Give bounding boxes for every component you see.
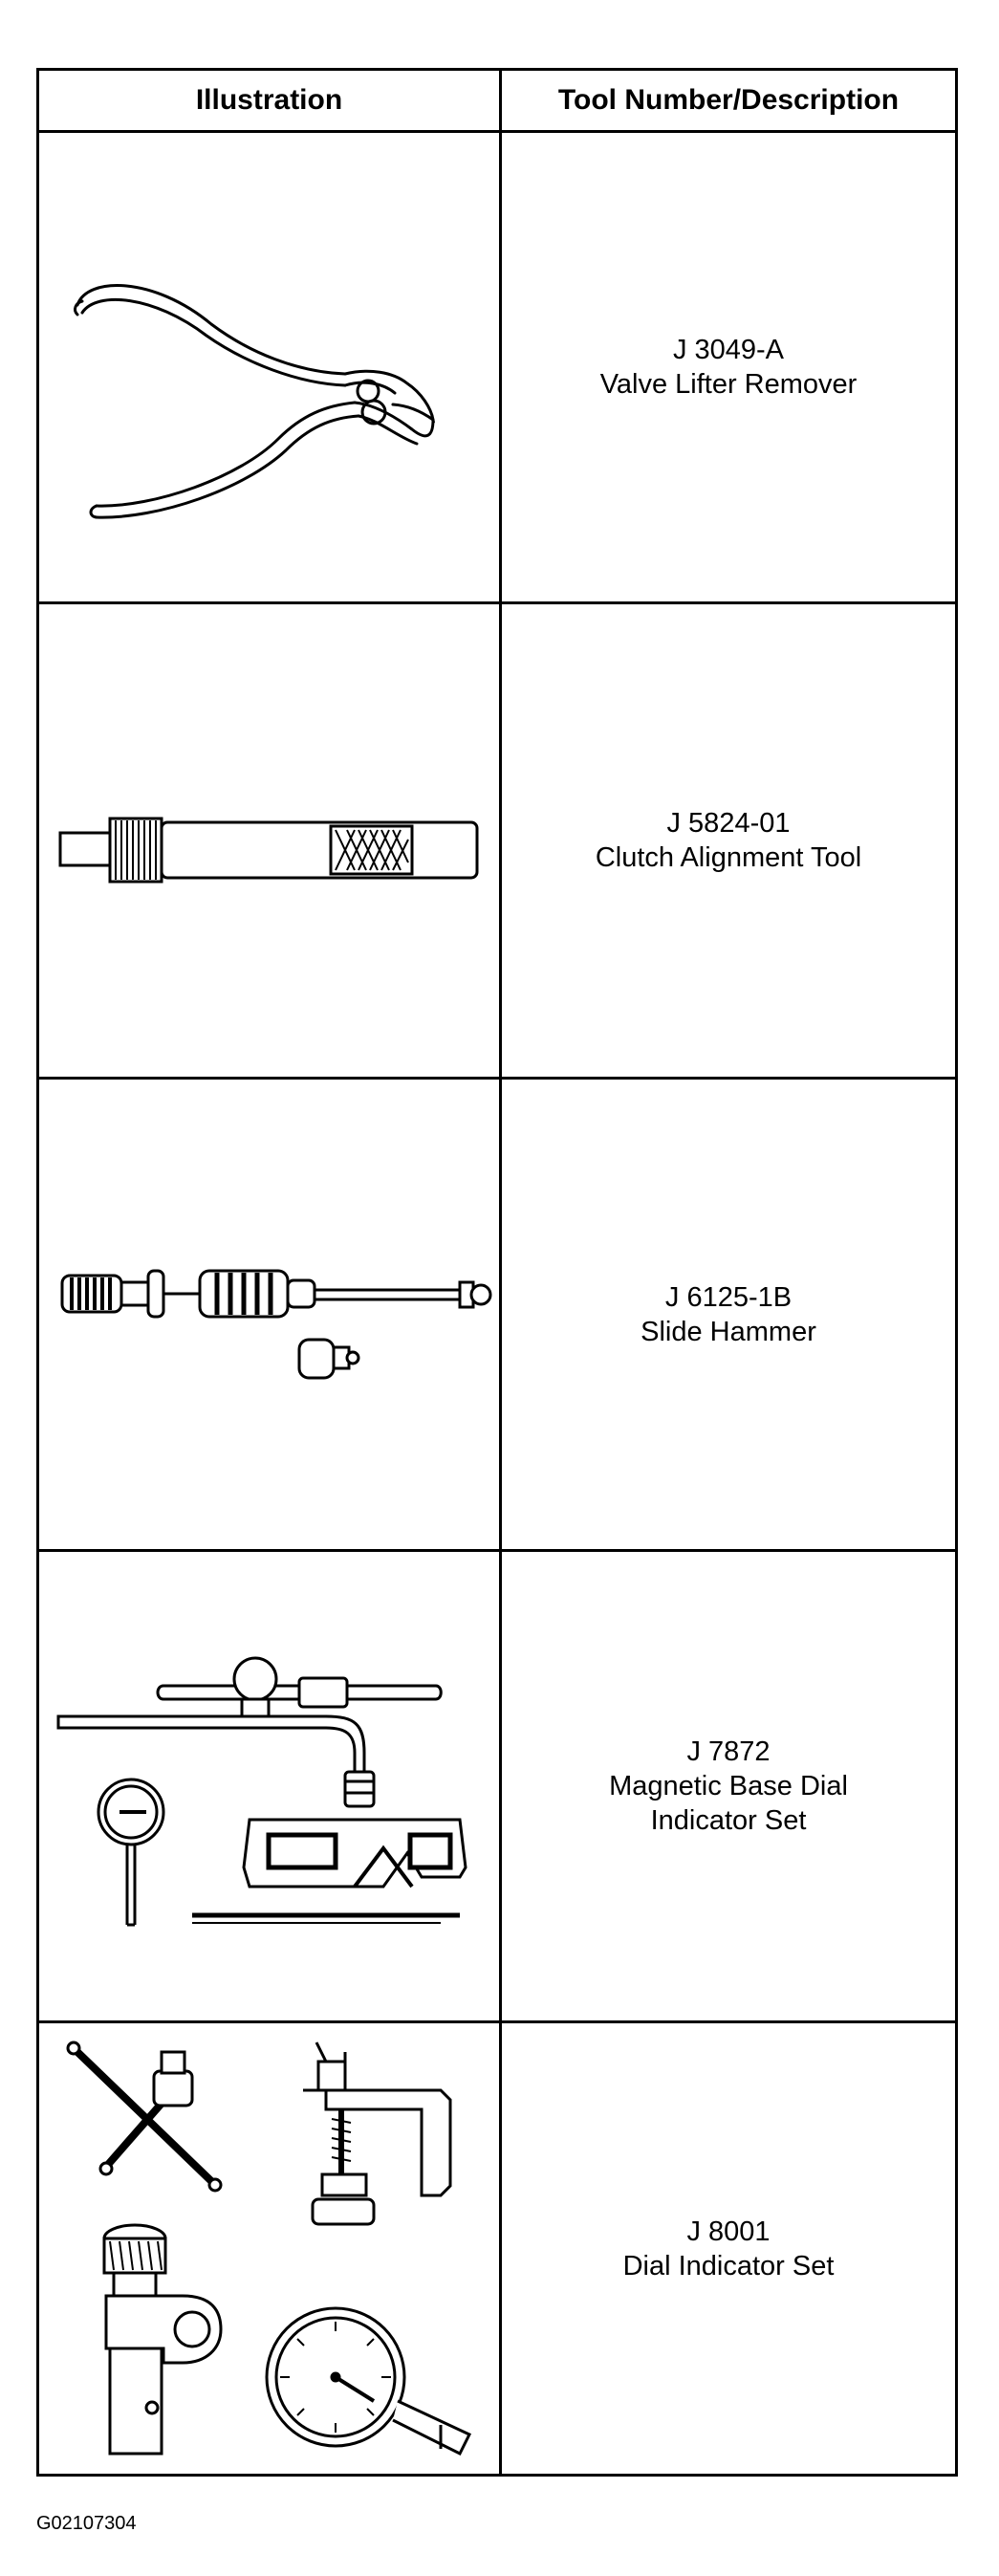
description-cell: J 5824-01 Clutch Alignment Tool xyxy=(502,604,955,1077)
column-divider xyxy=(499,71,502,2474)
tool-number: J 8001 xyxy=(686,2216,771,2247)
tool-description: Dial Indicator Set xyxy=(622,2250,835,2281)
header-illustration: Illustration xyxy=(195,84,343,116)
tool-number: J 5824-01 xyxy=(666,808,791,839)
header-description: Tool Number/Description xyxy=(557,84,900,116)
illustration-cell xyxy=(39,604,499,1077)
tool-number: J 3049-A xyxy=(672,335,785,365)
table-row: J 8001 Dial Indicator Set xyxy=(39,2023,955,2474)
illustration-cell xyxy=(39,2023,499,2474)
figure-caption: G02107304 xyxy=(36,2513,137,2534)
tool-description-line-1: Magnetic Base Dial xyxy=(609,1771,848,1801)
tool-number: J 6125-1B xyxy=(664,1281,793,1313)
table-row: J 3049-A Valve Lifter Remover xyxy=(39,133,955,604)
pliers-icon xyxy=(74,284,436,519)
table-row: J 7872 Magnetic Base Dial Indicator Set xyxy=(39,1552,955,2023)
clutch-alignment-tool-icon xyxy=(58,817,479,884)
tool-description: Valve Lifter Remover xyxy=(599,369,858,400)
slide-hammer-icon xyxy=(60,1269,492,1380)
dial-indicator-set-icon xyxy=(66,2041,472,2456)
description-cell: J 6125-1B Slide Hammer xyxy=(502,1080,955,1549)
illustration-cell xyxy=(39,1080,499,1549)
table-header: Illustration Tool Number/Description xyxy=(39,71,955,133)
table-row: J 6125-1B Slide Hammer xyxy=(39,1080,955,1552)
tool-description: Clutch Alignment Tool xyxy=(595,842,862,873)
description-cell: J 7872 Magnetic Base Dial Indicator Set xyxy=(502,1552,955,2020)
description-cell: J 3049-A Valve Lifter Remover xyxy=(502,133,955,601)
tool-table: Illustration Tool Number/Description xyxy=(36,68,958,2477)
magnetic-base-dial-indicator-icon xyxy=(56,1656,467,1927)
illustration-cell xyxy=(39,1552,499,2020)
tool-description-line-2: Indicator Set xyxy=(650,1805,807,1836)
description-cell: J 8001 Dial Indicator Set xyxy=(502,2023,955,2474)
tool-number: J 7872 xyxy=(686,1736,771,1767)
tool-description: Slide Hammer xyxy=(641,1316,816,1347)
table-row: J 5824-01 Clutch Alignment Tool xyxy=(39,604,955,1080)
illustration-cell xyxy=(39,133,499,601)
